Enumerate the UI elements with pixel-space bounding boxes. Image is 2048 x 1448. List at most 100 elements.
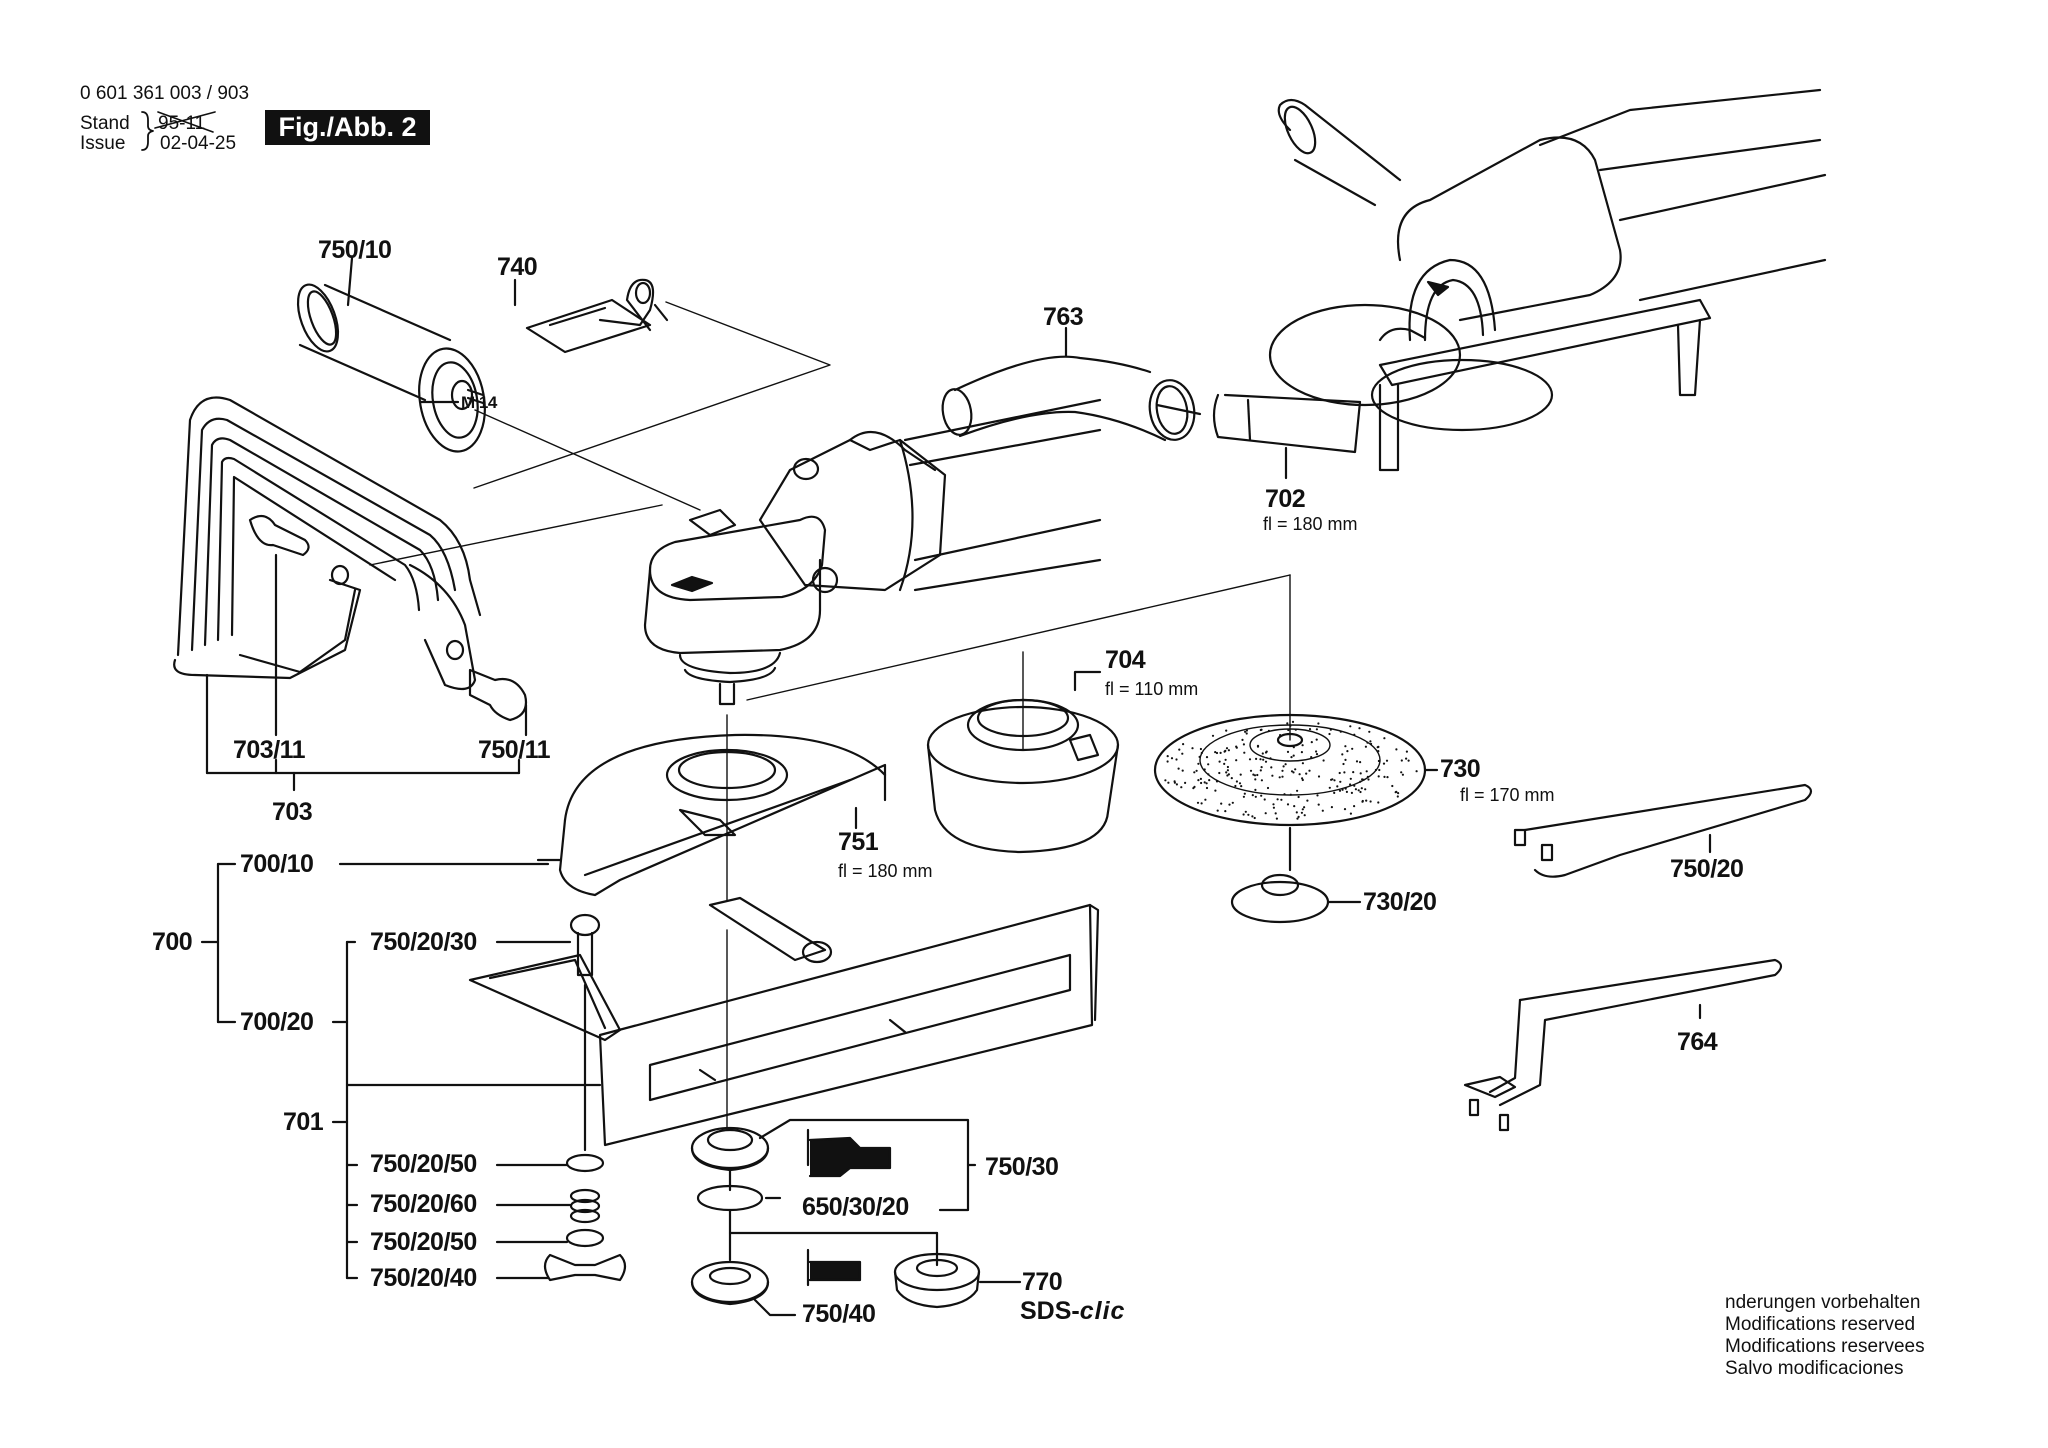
abrasive-dot: [1227, 749, 1230, 752]
abrasive-dot: [1383, 737, 1386, 740]
label-750-20-40: 750/20/40: [370, 1264, 477, 1292]
abrasive-dot: [1264, 812, 1267, 815]
side-handle-750-10: [296, 256, 486, 453]
abrasive-dot: [1216, 809, 1219, 812]
leader-701-group: [331, 940, 602, 1280]
abrasive-dot: [1254, 795, 1257, 798]
abrasive-dot: [1359, 772, 1362, 775]
abrasive-dot: [1281, 769, 1284, 772]
abrasive-dot: [1377, 750, 1380, 753]
dim-704: fl = 110 mm: [1105, 679, 1199, 699]
abrasive-dot: [1197, 779, 1200, 782]
figure-label: Fig./Abb. 2: [265, 110, 430, 145]
abrasive-dot: [1303, 814, 1306, 817]
abrasive-dot: [1361, 778, 1364, 781]
label-750-20-60: 750/20/60: [370, 1190, 477, 1218]
suction-hose-763: [941, 326, 1202, 442]
abrasive-dot: [1306, 799, 1309, 802]
abrasive-dot: [1322, 759, 1325, 762]
abrasive-dot: [1226, 769, 1229, 772]
abrasive-dot: [1226, 765, 1229, 769]
abrasive-dot: [1248, 758, 1252, 761]
abrasive-dot: [1401, 773, 1404, 776]
abrasive-dot: [1234, 784, 1237, 788]
abrasive-dot: [1228, 803, 1231, 806]
abrasive-dot: [1205, 756, 1209, 759]
abrasive-dot: [1260, 766, 1263, 769]
abrasive-dot: [1385, 759, 1389, 762]
abrasive-dot: [1358, 727, 1361, 730]
abrasive-dot: [1317, 722, 1320, 725]
abrasive-dot: [1226, 774, 1229, 777]
abrasive-dot: [1242, 743, 1245, 746]
old-date-struck: 95-11: [158, 113, 206, 134]
abrasive-dot: [1292, 771, 1295, 774]
abrasive-dot: [1415, 770, 1418, 773]
issue-label: Issue: [80, 133, 126, 154]
abrasive-dot: [1365, 770, 1368, 773]
abrasive-dot: [1224, 810, 1227, 813]
sds-prefix: SDS-: [1020, 1297, 1080, 1325]
abrasive-dot: [1241, 738, 1244, 742]
abrasive-dot: [1259, 769, 1262, 772]
abrasive-dot: [1396, 795, 1399, 798]
abrasive-dot: [1292, 754, 1295, 757]
abrasive-dot: [1245, 729, 1248, 732]
abrasive-dot: [1345, 790, 1348, 794]
dim-702: fl = 180 mm: [1263, 514, 1358, 534]
abrasive-dot: [1333, 791, 1336, 795]
abrasive-dot: [1407, 759, 1410, 762]
abrasive-dot: [1382, 762, 1386, 765]
abrasive-dot: [1317, 775, 1321, 778]
abrasive-dot: [1296, 817, 1299, 820]
abrasive-dot: [1364, 788, 1367, 791]
label-700-10: 700/10: [240, 850, 314, 878]
abrasive-dot: [1208, 779, 1211, 782]
abrasive-dot: [1223, 762, 1226, 766]
abrasive-dot: [1366, 741, 1369, 744]
abrasive-dot: [1293, 805, 1296, 808]
abrasive-dot: [1192, 787, 1195, 790]
abrasive-dot: [1364, 745, 1367, 748]
abrasive-dot: [1265, 750, 1268, 753]
abrasive-dot: [1235, 780, 1238, 783]
abrasive-dot: [1249, 769, 1253, 772]
abrasive-dot: [1173, 780, 1176, 783]
abrasive-dot: [1315, 753, 1319, 756]
sds-clic-logo: SDS-clic: [1020, 1297, 1125, 1326]
label-730: 730: [1440, 755, 1481, 783]
abrasive-dot: [1294, 728, 1297, 731]
abrasive-dot: [1400, 771, 1403, 774]
abrasive-dot: [1400, 759, 1403, 762]
abrasive-dot: [1359, 780, 1362, 783]
abrasive-dot: [1377, 801, 1380, 804]
abrasive-dot: [1295, 811, 1298, 814]
abrasive-dot: [1353, 805, 1356, 808]
abrasive-dot: [1191, 747, 1194, 750]
abrasive-dot: [1231, 801, 1234, 804]
abrasive-dot: [1219, 751, 1222, 755]
abrasive-dot: [1366, 775, 1369, 778]
abrasive-dot: [1315, 750, 1318, 753]
abrasive-dot: [1329, 728, 1332, 731]
abrasive-dot: [1215, 751, 1219, 755]
label-764: 764: [1677, 1028, 1718, 1056]
abrasive-dot: [1254, 778, 1257, 781]
abrasive-dot: [1204, 798, 1207, 801]
abrasive-dot: [1198, 755, 1201, 759]
abrasive-dot: [1369, 800, 1372, 803]
abrasive-dot: [1170, 757, 1174, 760]
abrasive-dot: [1282, 765, 1285, 768]
grinder-assembly-top-right: [1268, 88, 1827, 472]
abrasive-dot: [1164, 779, 1167, 782]
abrasive-dot: [1205, 782, 1208, 785]
hardware-stack: [543, 913, 627, 1282]
label-763: 763: [1043, 303, 1084, 331]
abrasive-dot: [1267, 729, 1270, 733]
abrasive-dot: [1378, 768, 1381, 772]
abrasive-dot: [1298, 773, 1301, 776]
abrasive-dot: [1242, 795, 1245, 798]
label-m14: M 14: [461, 393, 497, 412]
abrasive-dot: [1377, 745, 1380, 749]
